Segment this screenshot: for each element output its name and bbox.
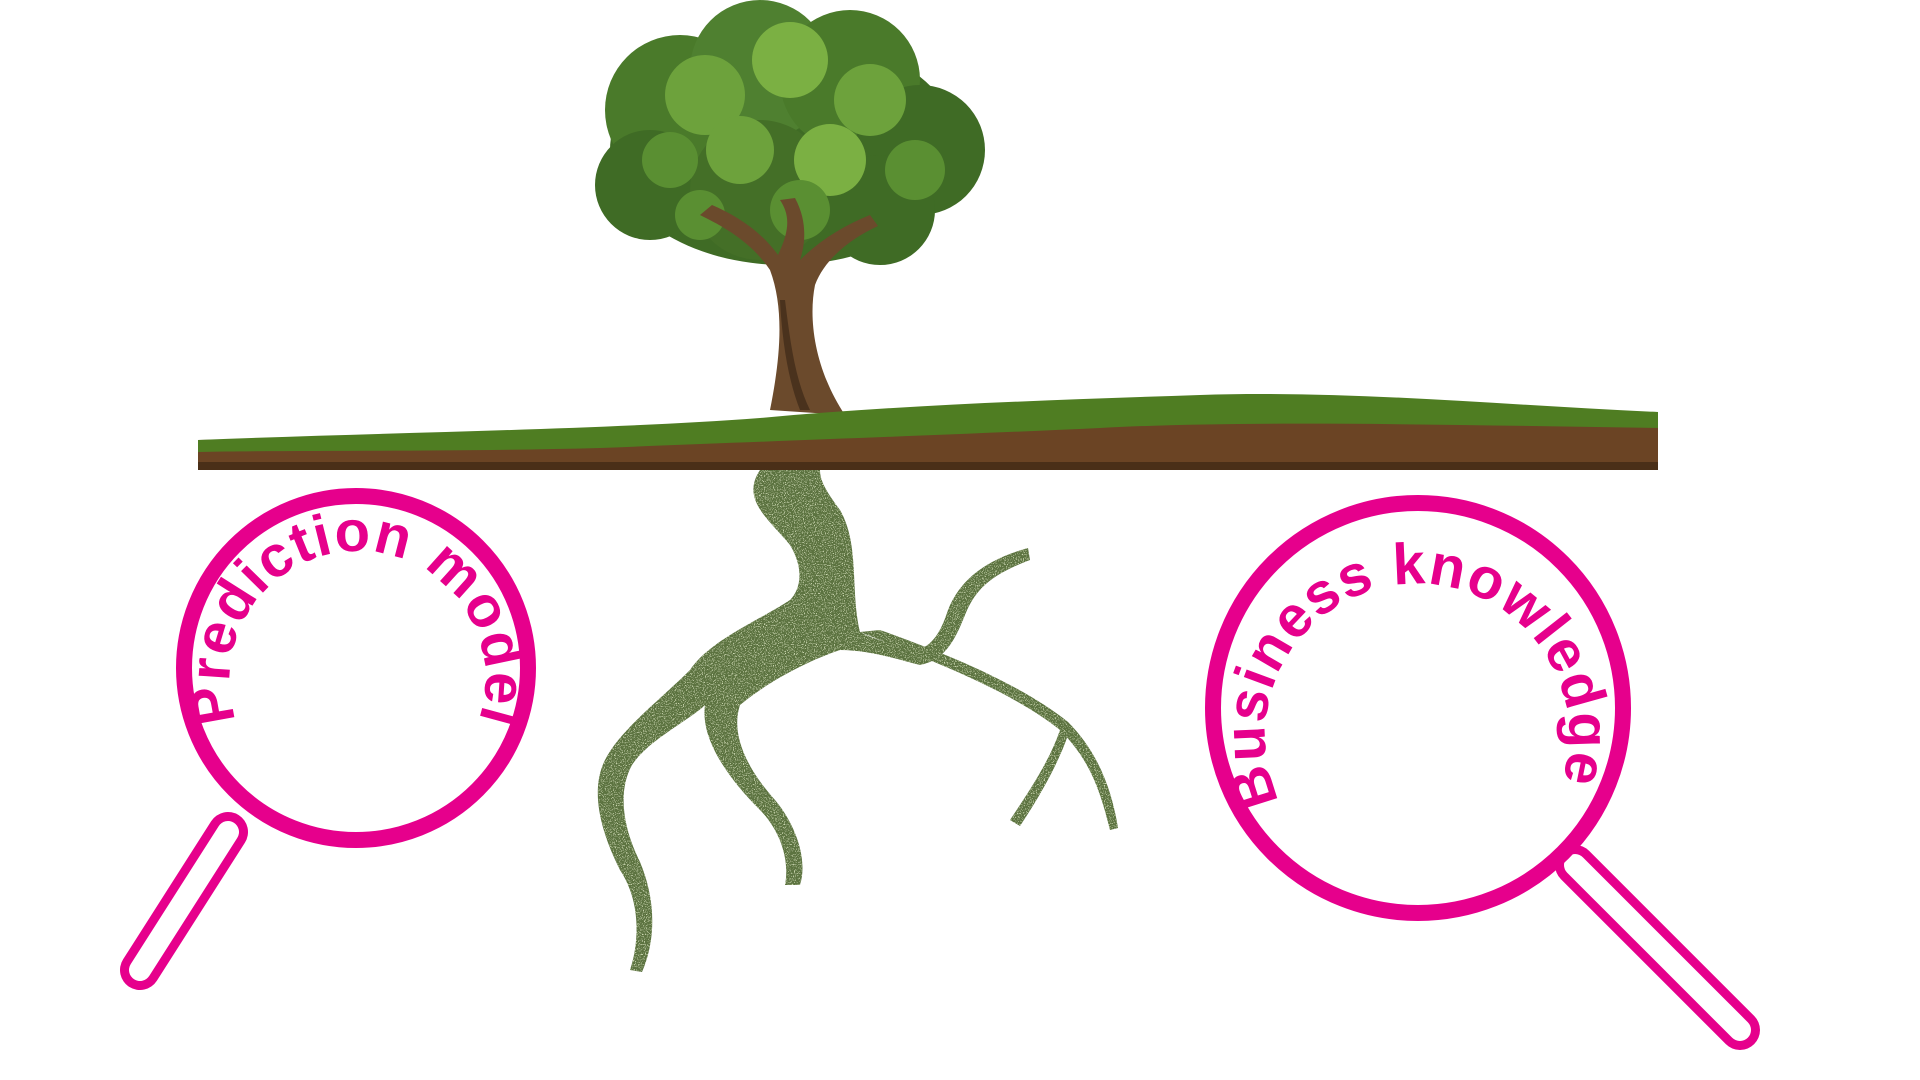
ground [198, 393, 1658, 470]
magnifying-glass-icon: Prediction model [120, 488, 537, 990]
tree-roots [597, 470, 1118, 972]
tree-trunk [700, 198, 878, 415]
magnifying-glass-icon: Business knowledge [1205, 495, 1760, 1050]
